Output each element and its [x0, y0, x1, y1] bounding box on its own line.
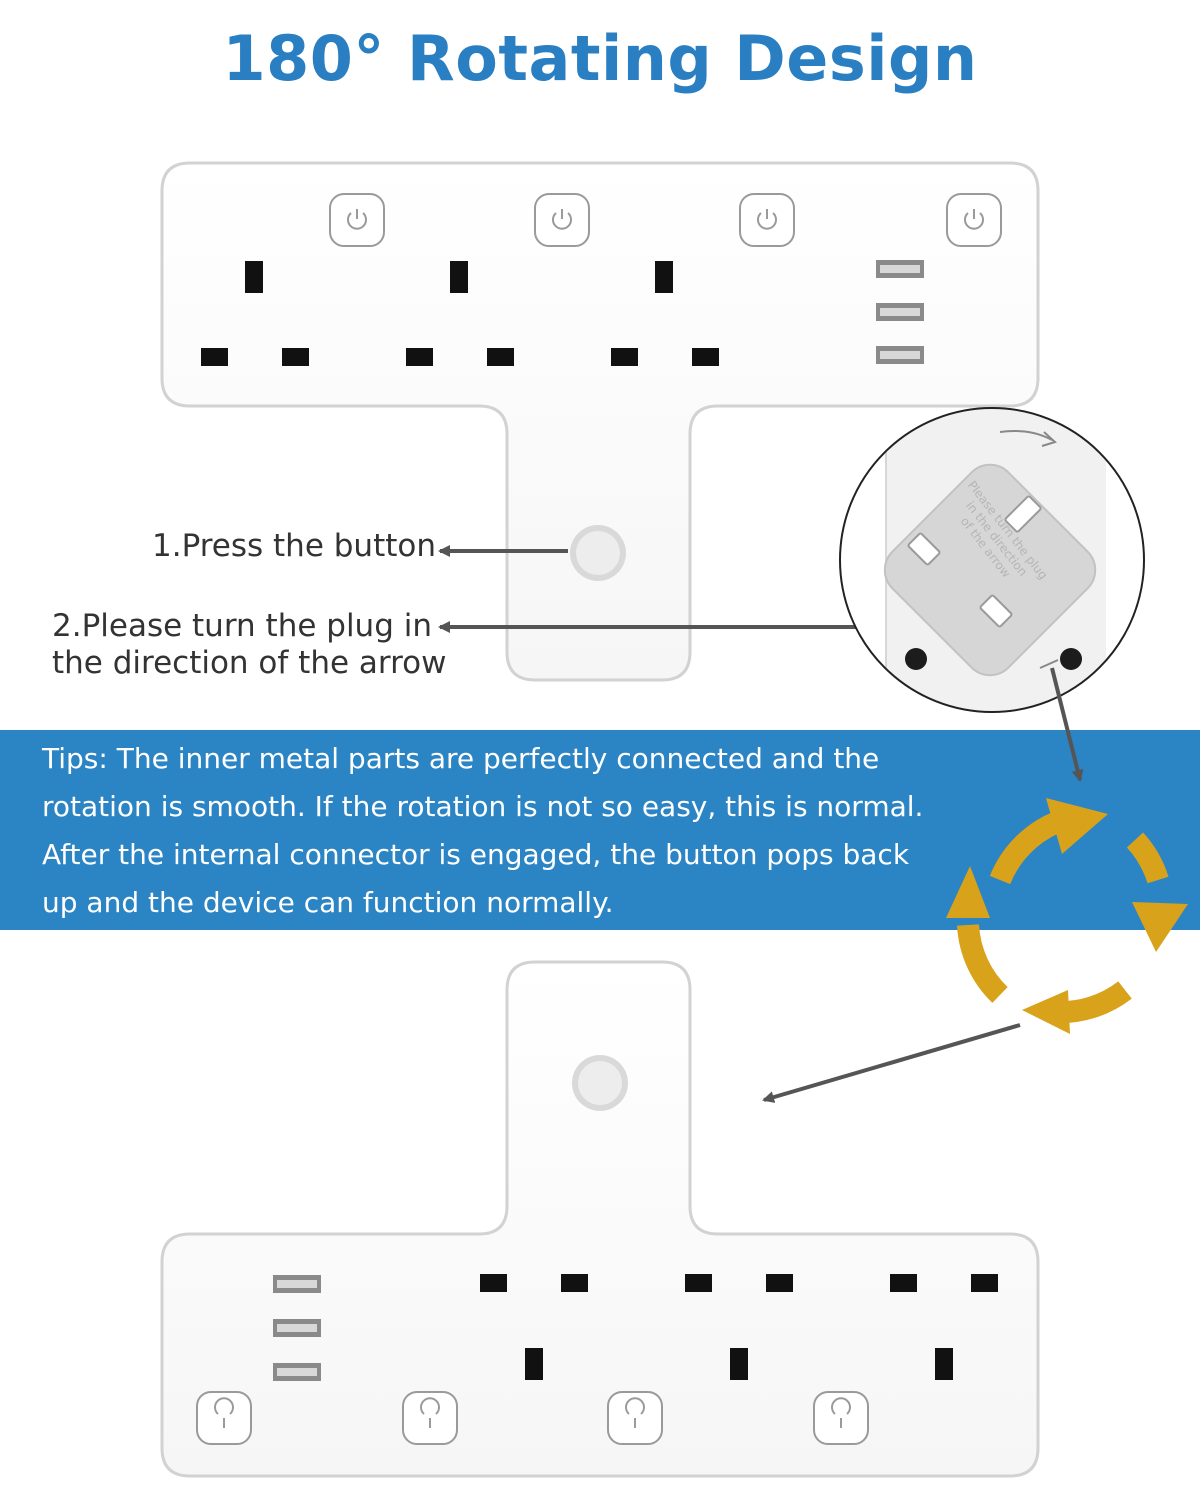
callout-line: the direction of the arrow — [52, 645, 447, 681]
usb-port-icon — [273, 1363, 321, 1381]
power-icon — [552, 209, 572, 230]
power-icon — [964, 209, 984, 230]
power-icon — [831, 1397, 851, 1428]
power-button[interactable] — [946, 193, 1002, 247]
rotate-arrows-icon — [946, 798, 1188, 1034]
uk-socket — [201, 261, 309, 366]
tips-line: After the internal connector is engaged,… — [42, 838, 910, 871]
pointer-arrow-icon — [762, 1023, 1021, 1103]
callout-line: 2.Please turn the plug in — [52, 608, 432, 644]
power-icon — [347, 209, 367, 230]
release-button-icon[interactable] — [570, 525, 626, 581]
power-button[interactable] — [196, 1391, 252, 1445]
release-button-icon[interactable] — [572, 1055, 628, 1111]
power-button[interactable] — [813, 1391, 869, 1445]
power-icon — [757, 209, 777, 230]
callout-press-button: 1.Press the button — [152, 528, 436, 564]
tips-line: up and the device can function normally. — [42, 886, 614, 919]
plug-zoom-view: Please turn the plug in the direction of… — [839, 407, 1145, 713]
top-socket-strip — [160, 161, 1040, 682]
usb-port-icon — [876, 346, 924, 364]
tips-line: rotation is smooth. If the rotation is n… — [42, 790, 924, 823]
tips-text: Tips: The inner metal parts are perfectl… — [42, 735, 962, 927]
uk-socket — [685, 1274, 793, 1380]
uk-socket — [480, 1274, 588, 1380]
power-button[interactable] — [329, 193, 385, 247]
callout-turn-plug: 2.Please turn the plug in the direction … — [52, 608, 446, 682]
usb-port-icon — [876, 260, 924, 278]
uk-socket — [611, 261, 719, 366]
usb-port-icon — [273, 1319, 321, 1337]
usb-port-icon — [273, 1275, 321, 1293]
tips-line: Tips: The inner metal parts are perfectl… — [42, 742, 880, 775]
usb-port-icon — [876, 303, 924, 321]
page-title: 180° Rotating Design — [222, 22, 978, 95]
power-icon — [214, 1397, 234, 1428]
bottom-socket-strip — [160, 960, 1040, 1478]
power-button[interactable] — [739, 193, 795, 247]
uk-socket — [890, 1274, 998, 1380]
uk-socket — [406, 261, 514, 366]
power-button[interactable] — [607, 1391, 663, 1445]
power-icon — [625, 1397, 645, 1428]
power-icon — [420, 1397, 440, 1428]
tips-banner — [0, 730, 1200, 930]
pointer-arrow-icon — [1050, 667, 1084, 782]
power-button[interactable] — [402, 1391, 458, 1445]
power-button[interactable] — [534, 193, 590, 247]
